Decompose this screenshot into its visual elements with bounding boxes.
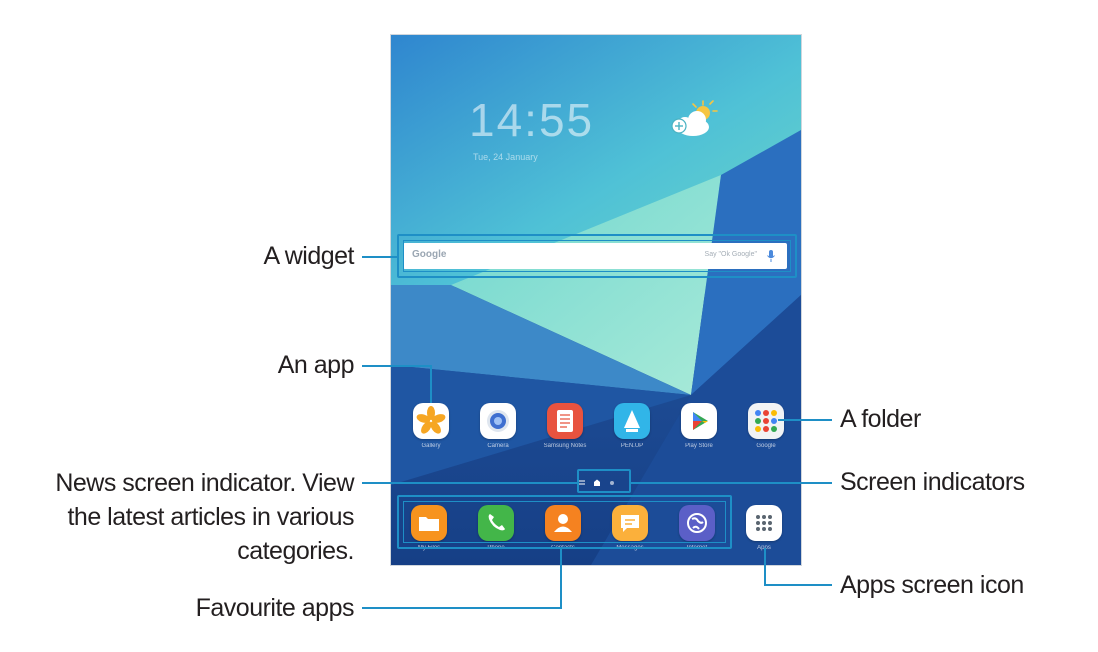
app-label: Google [756,443,776,449]
app-label: Gallery [421,443,441,449]
messages-icon [612,505,648,541]
search-hint: Say "Ok Google" [704,251,757,258]
indicators-highlight [577,469,631,493]
callout-news-line2: the latest articles in various [67,503,354,531]
phone-icon [478,505,514,541]
weather-icon[interactable] [667,99,719,141]
news-leader [362,482,578,484]
gallery-icon [413,403,449,439]
callout-screen-indicators: Screen indicators [840,468,1025,496]
widget-highlight [397,234,797,278]
app-label: Camera [487,443,509,449]
google-folder-icon [748,403,784,439]
indicators-leader [630,482,832,484]
callout-widget: A widget [263,242,354,270]
callout-folder: A folder [840,405,921,433]
app-leader [362,365,432,367]
folder-icon [411,505,447,541]
contacts-icon [545,505,581,541]
callout-news-line3: categories. [237,537,354,565]
favourite-leader [362,607,562,609]
apps-icon-leader [764,548,766,586]
apps-grid-icon [746,505,782,541]
app-label: PEN.UP [620,443,644,449]
penup-icon [614,403,650,439]
home-screen: 14:55 Tue, 24 January Google Say "Ok Goo… [390,34,802,566]
app-label: Samsung Notes [543,443,587,449]
favourite-apps-highlight [397,495,732,549]
widget-leader [362,256,398,258]
callout-news-line1: News screen indicator. View [55,469,354,497]
google-logo: Google [412,249,447,260]
internet-icon [679,505,715,541]
clock-time: 14:55 [469,94,595,146]
callout-app: An app [277,351,355,379]
clock-date: Tue, 24 January [473,152,538,162]
app-label: Play Store [685,443,713,449]
folder-leader [778,419,832,421]
callout-favourite-apps: Favourite apps [195,594,355,622]
play-store-icon [681,403,717,439]
callout-apps-screen-icon: Apps screen icon [840,571,1024,599]
screen-indicators[interactable] [577,477,623,489]
camera-icon [480,403,516,439]
notes-icon [547,403,583,439]
google-search-widget[interactable]: Google Say "Ok Google" [403,243,787,269]
mic-icon[interactable] [766,249,776,263]
